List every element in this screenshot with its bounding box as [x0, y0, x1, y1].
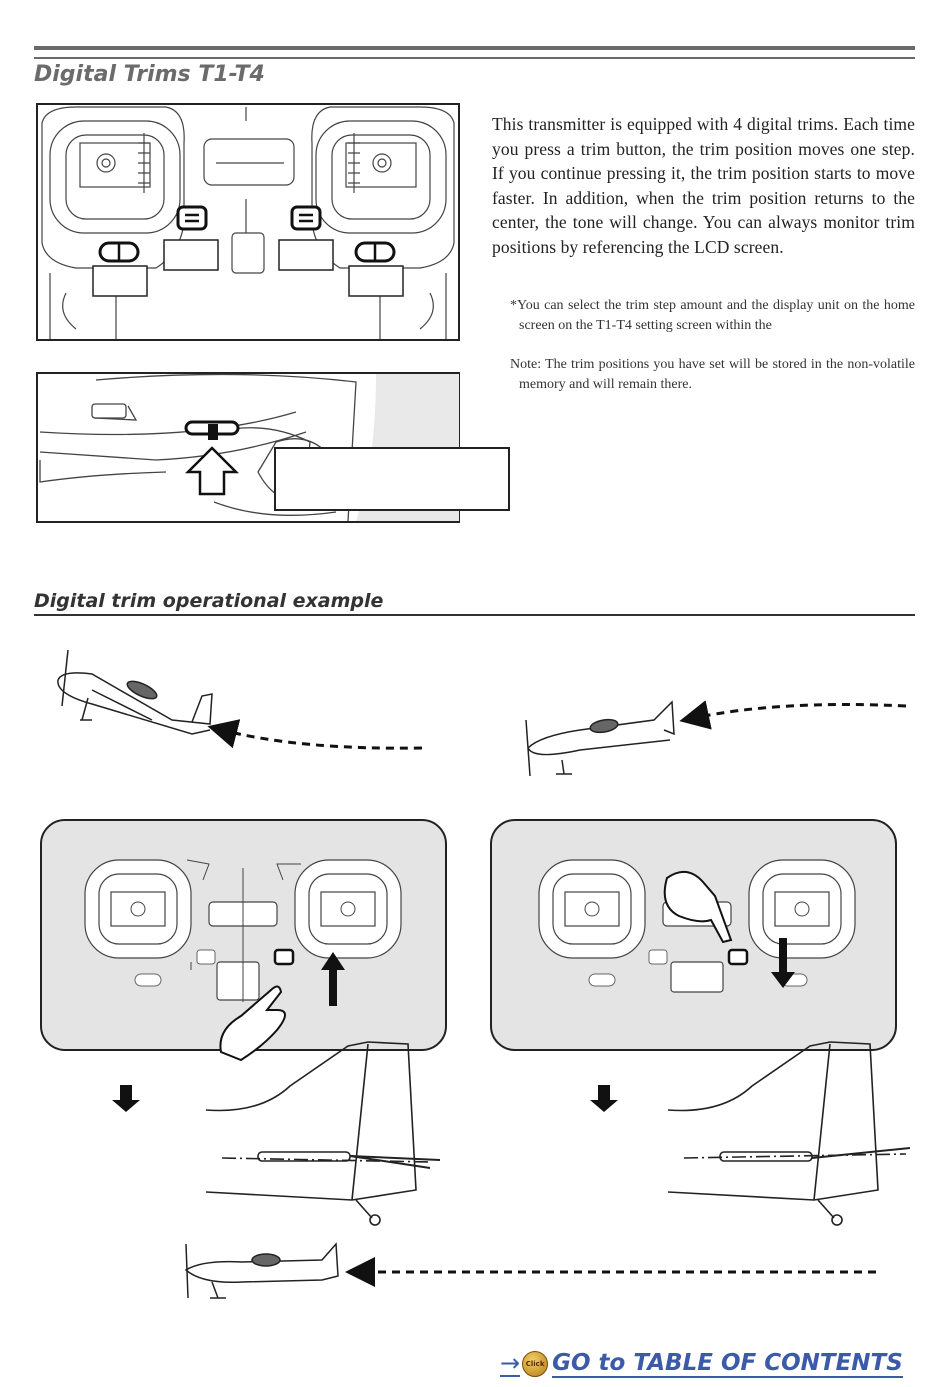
flight-path-top-left: [207, 719, 423, 750]
click-badge-icon: Click: [522, 1351, 549, 1377]
top-rule-thick: [34, 46, 915, 50]
note-memory: Note: The trim positions you have set wi…: [510, 357, 915, 392]
example-title: Digital trim operational example: [34, 590, 384, 612]
down-arrow-left-icon: [112, 1085, 140, 1112]
go-to-toc-link[interactable]: → Click GO to TABLE OF CONTENTS: [500, 1346, 915, 1382]
trim-side-view-figure: [36, 372, 510, 523]
transmitter-panel-right: [490, 819, 897, 1051]
transmitter-trims-figure: [36, 103, 460, 341]
intro-paragraph: This transmitter is equipped with 4 digi…: [492, 114, 915, 257]
arrow-right-icon: →: [500, 1349, 521, 1377]
elevator-trim-up: [667, 1041, 911, 1226]
flight-path-top-right: [679, 700, 907, 730]
airplane-level-icon: [184, 1242, 339, 1299]
trim-operation-diagram: [40, 649, 911, 1299]
transmitter-panel-left: [40, 819, 447, 1062]
airplane-climbing-icon: [57, 649, 213, 735]
top-rule-thin: [34, 57, 915, 59]
airplane-diving-icon: [525, 700, 675, 777]
section-title: Digital Trims T1-T4: [34, 62, 265, 87]
down-arrow-right-icon: [590, 1085, 618, 1112]
elevator-trim-down: [205, 1041, 441, 1226]
toc-link-label: GO to TABLE OF CONTENTS: [552, 1350, 903, 1378]
note-trim-step: *You can select the trim step amount and…: [510, 298, 915, 333]
example-rule: [34, 614, 915, 616]
